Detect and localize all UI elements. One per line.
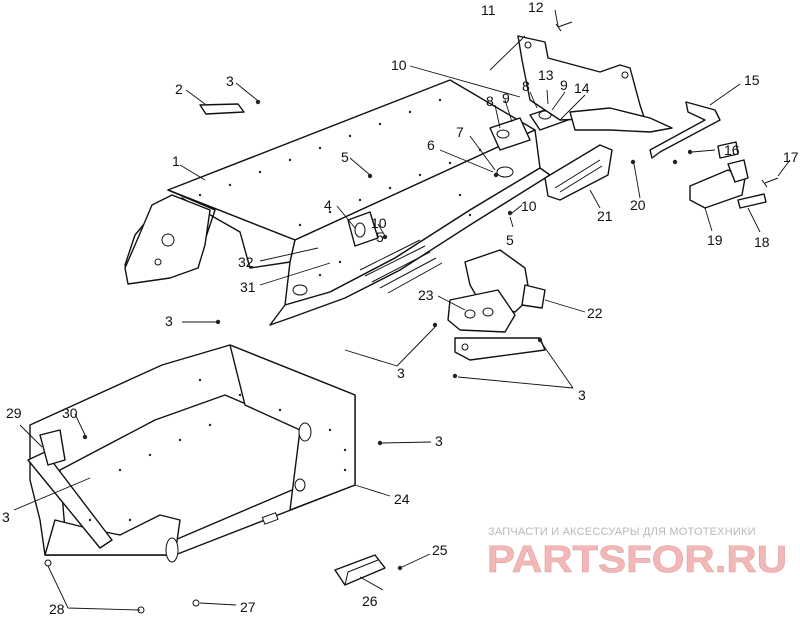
bumper-hole — [621, 71, 629, 79]
callout-3: 3 — [435, 433, 443, 449]
callout-6: 6 — [427, 137, 435, 153]
callout-10: 10 — [521, 198, 537, 214]
callout-10: 10 — [391, 57, 407, 73]
callout-13: 13 — [538, 67, 554, 83]
callout-25: 25 — [432, 542, 448, 558]
callout-8: 8 — [522, 78, 530, 94]
rear-bumper-bracket — [517, 35, 646, 121]
tunnel-vent-grid — [359, 239, 443, 294]
callout-27: 27 — [240, 599, 256, 615]
bracket-hole — [496, 129, 510, 139]
callout-3: 3 — [397, 365, 405, 381]
callout-32: 32 — [238, 254, 254, 270]
belly-pan-rivets — [88, 378, 347, 522]
callout-31: 31 — [240, 279, 256, 295]
leader-lines — [13, 9, 791, 611]
rear-extension-rail — [569, 107, 673, 133]
callout-1: 1 — [172, 153, 180, 169]
tail-light-lens — [727, 159, 749, 183]
mount-bracket-flange — [521, 284, 546, 309]
reflector-strip-18 — [737, 193, 767, 209]
support-strut-29 — [27, 451, 113, 549]
callout-17: 17 — [783, 149, 799, 165]
callout-11: 11 — [481, 2, 496, 18]
side-cutout — [298, 422, 312, 442]
bracket-hole — [538, 110, 552, 120]
side-cutout — [292, 284, 308, 296]
side-cutout — [496, 166, 514, 178]
callout-3: 3 — [226, 73, 234, 89]
watermark-tagline: ЗАПЧАСТИ И АКСЕССУАРЫ ДЛЯ МОТОТЕХНИКИ — [488, 526, 756, 538]
strut-mount-bracket — [39, 429, 66, 466]
belly-pan-right-wall — [229, 344, 356, 511]
callout-10: 10 — [371, 215, 387, 231]
slot-cutout — [261, 512, 279, 525]
bolt-28 — [44, 559, 52, 567]
callout-24: 24 — [394, 491, 410, 507]
callout-28: 28 — [49, 601, 65, 617]
callout-4: 4 — [324, 197, 332, 213]
callout-15: 15 — [744, 72, 760, 88]
callout-3: 3 — [165, 313, 173, 329]
tail-light-housing-19 — [689, 169, 746, 209]
callout-18: 18 — [754, 234, 770, 250]
tunnel-bottom-flange — [269, 167, 551, 326]
callout-2: 2 — [175, 81, 183, 97]
callout-7: 7 — [456, 124, 464, 140]
watermark: ЗАПЧАСТИ И АКСЕССУАРЫ ДЛЯ МОТОТЕХНИКИ PA… — [487, 526, 788, 581]
callout-30: 30 — [62, 405, 78, 421]
callout-26: 26 — [362, 593, 378, 609]
callout-21: 21 — [597, 208, 613, 224]
screw-12 — [555, 21, 573, 32]
tunnel-rivets — [198, 98, 482, 277]
side-cutout — [294, 478, 306, 492]
callout-3: 3 — [2, 509, 10, 525]
callout-20: 20 — [630, 197, 646, 213]
watermark-brand-logo: PARTSFOR.RU — [487, 539, 787, 581]
front-plate-hole — [161, 233, 175, 247]
screw-17 — [761, 177, 779, 188]
callout-14: 14 — [574, 80, 590, 96]
rear-extension-assembly — [517, 35, 721, 201]
callout-3: 3 — [578, 387, 586, 403]
clip-16 — [717, 141, 739, 159]
plate-hole — [464, 309, 476, 319]
callout-19: 19 — [707, 232, 723, 248]
fasteners — [44, 21, 779, 614]
bolt-27 — [192, 599, 200, 607]
front-plate-hole — [154, 258, 162, 266]
callout-16: 16 — [724, 142, 740, 158]
plate-hole — [482, 307, 494, 317]
callout-5: 5 — [506, 232, 514, 248]
rear-deflector-21 — [544, 144, 613, 201]
mount-bracket-assembly — [447, 249, 546, 361]
identification-plate-2 — [199, 103, 245, 115]
callout-12: 12 — [528, 0, 544, 15]
flap-bracket-15 — [649, 101, 721, 159]
bracket-hole — [354, 222, 366, 238]
callout-29: 29 — [6, 405, 22, 421]
bracket-hole — [461, 343, 469, 351]
callout-23: 23 — [418, 287, 434, 303]
tunnel-assembly — [124, 79, 569, 326]
lower-mount-bracket — [454, 337, 546, 361]
callout-9: 9 — [560, 77, 568, 93]
bracket-26 — [334, 554, 386, 586]
callout-9: 9 — [502, 90, 510, 106]
bumper-hole — [524, 41, 532, 49]
mount-plate-23 — [447, 289, 516, 333]
callout-8: 8 — [486, 93, 494, 109]
callout-5: 5 — [376, 229, 384, 245]
tail-parts — [689, 159, 767, 209]
front-wall-cutout — [165, 537, 179, 563]
callout-5: 5 — [341, 149, 349, 165]
callout-22: 22 — [587, 305, 603, 321]
belly-pan-assembly — [27, 344, 356, 563]
